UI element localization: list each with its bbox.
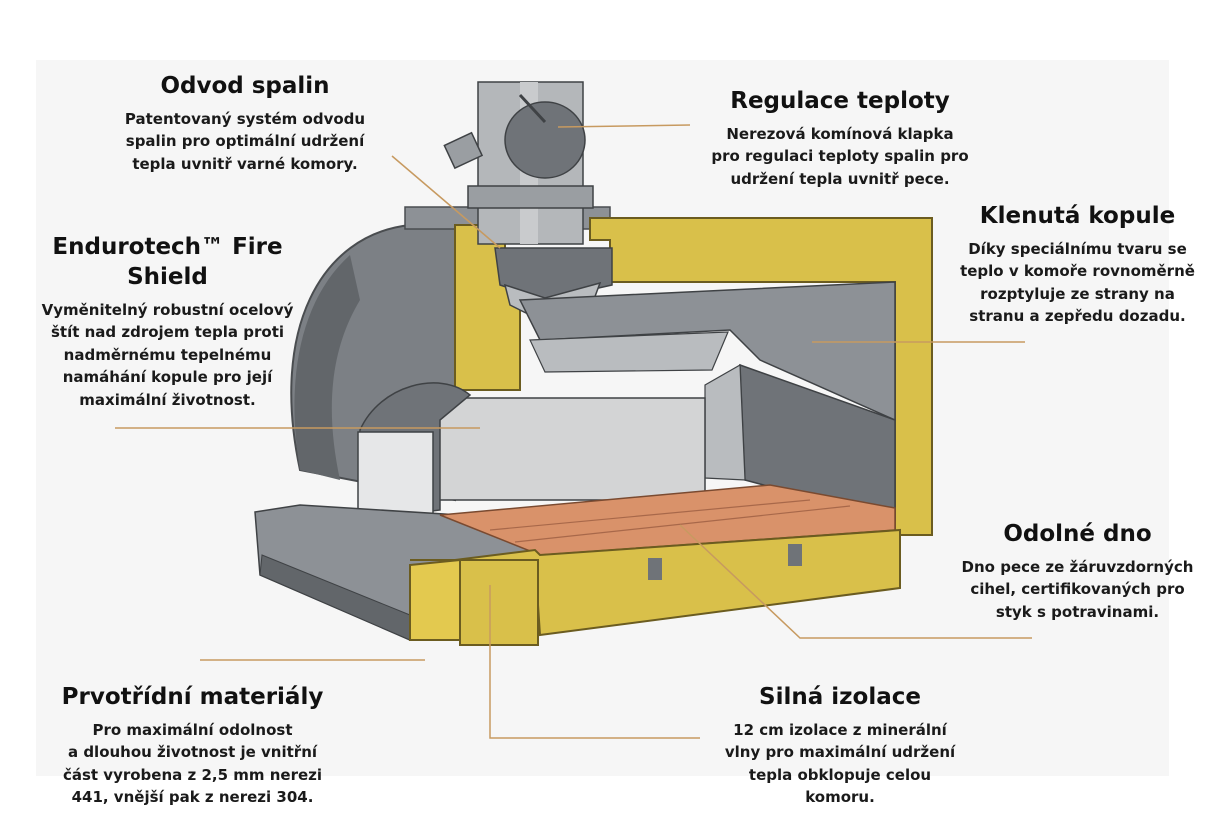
damper-lever [518,93,547,124]
support-tab-1 [648,558,662,580]
chimney-damper [504,101,586,179]
back-wall [434,397,706,501]
label-description: Pro maximální odolnost a dlouhou životno… [62,720,323,807]
label-prvotridni-materialy: Prvotřídní materiály Pro maximální odoln… [45,683,340,809]
inner-ceiling-light [529,331,729,373]
label-description: Patentovaný systém odvodu spalin pro opt… [124,109,366,173]
leader-odolne-dno [679,524,1032,639]
label-description: 12 cm izolace z minerální vlny pro maxim… [724,720,956,807]
label-klenuta-kopule: Klenutá kopule Díky speciálnímu tvaru se… [945,202,1209,328]
support-tab-2 [788,544,802,566]
label-title: Odolné dno [1003,521,1152,547]
label-description: Vyměnitelný robustní ocelový štít nad zd… [41,300,294,409]
label-title: Klenutá kopule [979,203,1176,229]
leader-odvod-spalin [391,155,501,249]
chimney-handle [443,131,484,170]
label-silna-izolace: Silná izolace 12 cm izolace z minerální … [695,683,985,809]
label-title: Silná izolace [759,684,921,710]
insulation-corner [459,559,539,646]
insulation-base-front [409,558,461,641]
label-fire-shield: Endurotech™ Fire Shield Vyměnitelný robu… [30,233,305,411]
brick-joint-2 [514,505,851,543]
chimney-collar [467,185,594,209]
label-description: Nerezová komínová klapka pro regulaci te… [711,124,969,188]
label-description: Dno pece ze žáruvzdorných cihel, certifi… [961,557,1194,621]
brick-joint-1 [489,499,811,531]
leader-regulace-teploty [557,124,691,128]
leader-silna-izolace [489,585,700,739]
dome-shell-shadow [294,255,360,480]
inner-wall-right-front [704,363,746,481]
label-regulace-teploty: Regulace teploty Nerezová komínová klapk… [690,87,990,190]
label-description: Díky speciálnímu tvaru se teplo v komoře… [960,239,1195,326]
label-odvod-spalin: Odvod spalin Patentovaný systém odvodu s… [95,72,395,175]
label-title: Prvotřídní materiály [61,684,324,710]
label-title: Odvod spalin [160,73,330,99]
label-title: Regulace teploty [730,88,950,114]
label-odolne-dno: Odolné dno Dno pece ze žáruvzdorných cih… [945,520,1209,623]
label-title: Endurotech™ Fire Shield [52,234,283,290]
